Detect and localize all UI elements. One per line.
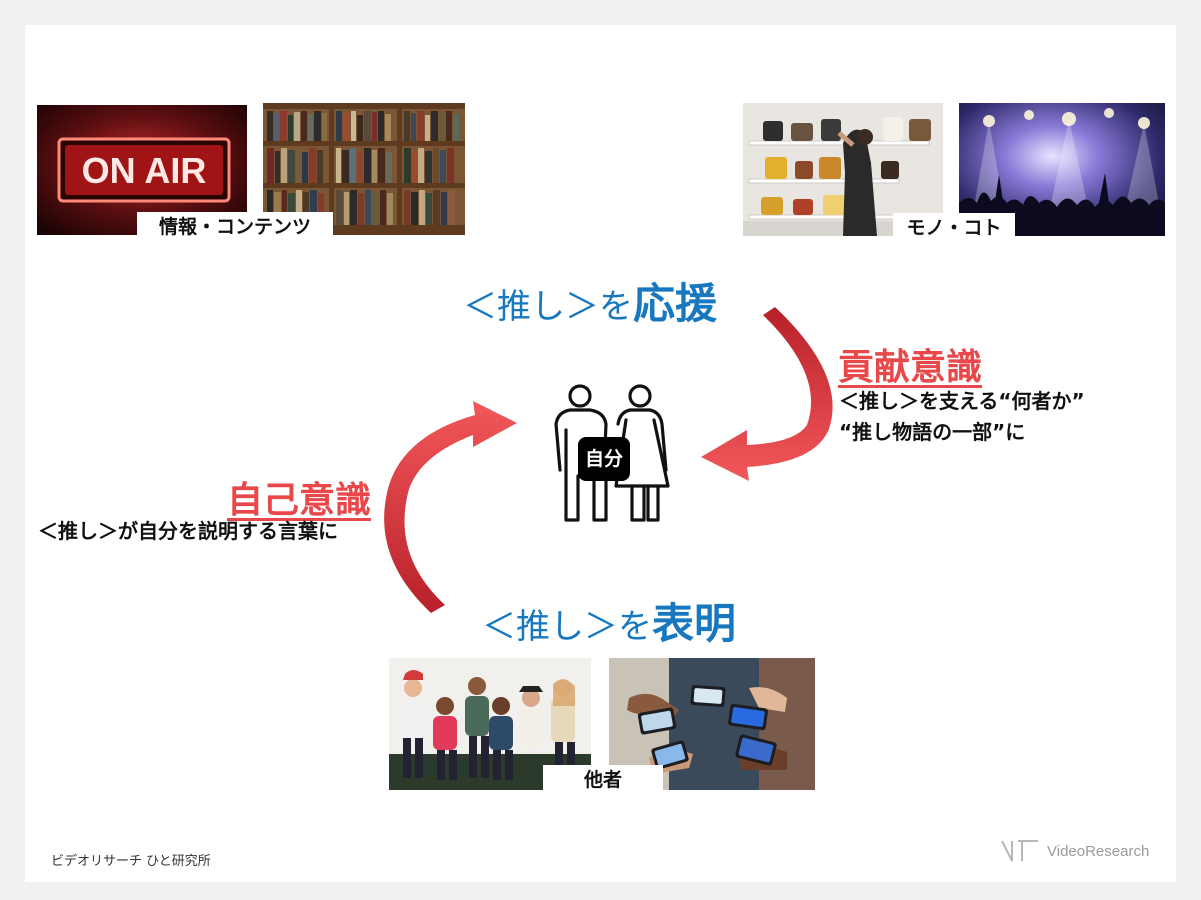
self-awareness-line-1: ＜推し＞が自分を説明する言葉に [38, 519, 338, 543]
phones-photo [609, 658, 815, 790]
arrow-right-curve [701, 307, 833, 481]
caption-goods-experiences: モノ・コト [893, 213, 1015, 243]
caption-others: 他者 [543, 765, 663, 795]
slide: ON AIR [25, 25, 1176, 882]
self-awareness-title: 自己意識 [227, 480, 372, 521]
footer-brand: VideoResearch [1047, 843, 1150, 860]
express-heading: ＜推し＞を表明 [482, 590, 736, 651]
people-icon [554, 384, 670, 522]
caption-information-contents: 情報・コンテンツ [137, 212, 333, 242]
express-heading-emphasis: 表明 [652, 599, 737, 648]
support-heading-prefix: ＜推し＞を [463, 287, 633, 327]
support-heading-emphasis: 応援 [633, 279, 718, 328]
contribution-line-2: “推し物語の一部”に [839, 420, 1026, 444]
cycle-arrows [384, 307, 833, 613]
on-air-sign-text: ON AIR [82, 150, 207, 191]
contribution-line-1: ＜推し＞を支える“何者か” [839, 389, 1085, 413]
contribution-title: 貢献意識 [838, 347, 983, 388]
support-heading: ＜推し＞を応援 [463, 270, 717, 331]
arrow-left-curve [384, 401, 517, 613]
express-heading-prefix: ＜推し＞を [482, 607, 652, 647]
bookshelf-photo [263, 103, 465, 235]
self-label: 自分 [578, 437, 630, 481]
footer-organization: ビデオリサーチ ひと研究所 [51, 854, 211, 869]
videoresearch-logo-icon [1001, 840, 1038, 862]
group-photo [389, 658, 591, 790]
on-air-photo: ON AIR [37, 105, 247, 235]
